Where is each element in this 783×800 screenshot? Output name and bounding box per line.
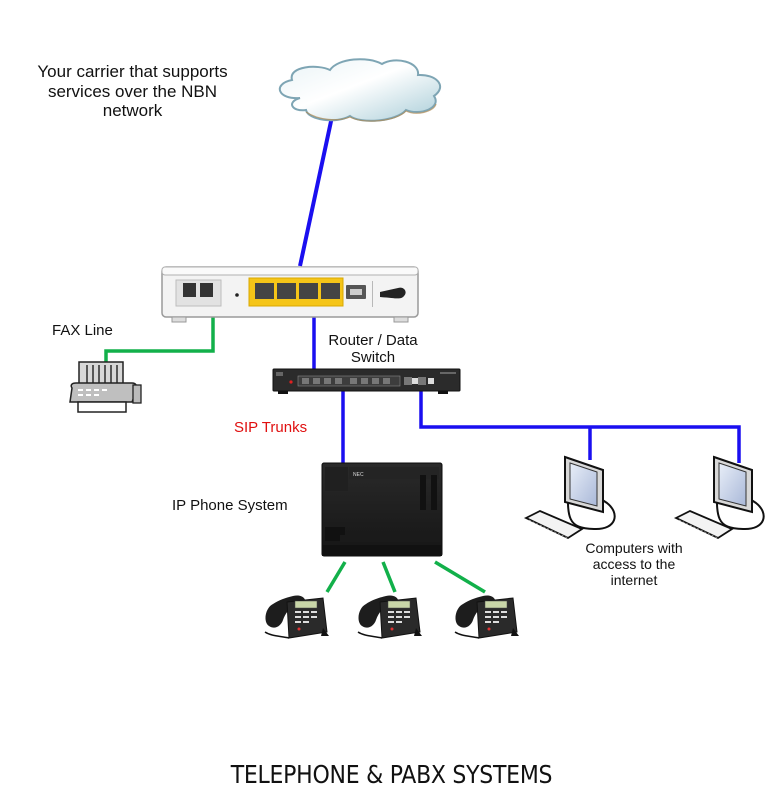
fax-icon — [69, 361, 142, 413]
desk-phone-icon — [357, 595, 422, 639]
computer-icon — [673, 455, 765, 540]
carrier-label-line-1: Your carrier that supports — [37, 62, 228, 81]
pbx-to-phone-3-link — [434, 560, 486, 594]
computer-icon — [523, 455, 616, 540]
computers-label-line-1: Computers with — [585, 540, 683, 556]
page-title: TELEPHONE & PABX SYSTEMS — [230, 760, 553, 789]
computers-label-line-2: access to the — [592, 556, 676, 573]
carrier-label: Your carrier that supports services over… — [10, 62, 255, 121]
pbx-brand: NEC — [353, 472, 364, 478]
modem-to-fax-link — [104, 294, 215, 362]
modem-icon — [161, 266, 419, 323]
desk-phone-icon — [454, 595, 519, 639]
computers-label-line-3: internet — [610, 572, 658, 589]
switch-icon — [272, 368, 461, 394]
carrier-label-line-3: network — [102, 101, 163, 121]
computers-label: Computers with access to the internet — [574, 540, 694, 588]
pbx-to-phone-1-link — [325, 561, 347, 593]
cloud-icon — [278, 58, 441, 122]
switch-to-computers-link — [419, 384, 741, 463]
router-label-line-2: Switch — [350, 349, 396, 367]
ip-phone-system-label: IP Phone System — [172, 497, 288, 514]
fax-line-label: FAX Line — [52, 322, 113, 339]
desk-phone-icon — [264, 595, 329, 639]
carrier-label-line-2: services over the NBN — [47, 81, 218, 101]
router-switch-label: Router / Data Switch — [318, 332, 428, 367]
router-label-line-1: Router / Data — [328, 332, 418, 349]
pbx-icon: NEC — [321, 462, 443, 557]
pbx-to-phone-2-link — [381, 561, 397, 593]
sip-trunks-label: SIP Trunks — [234, 419, 308, 436]
cloud-to-modem-link — [298, 111, 335, 267]
